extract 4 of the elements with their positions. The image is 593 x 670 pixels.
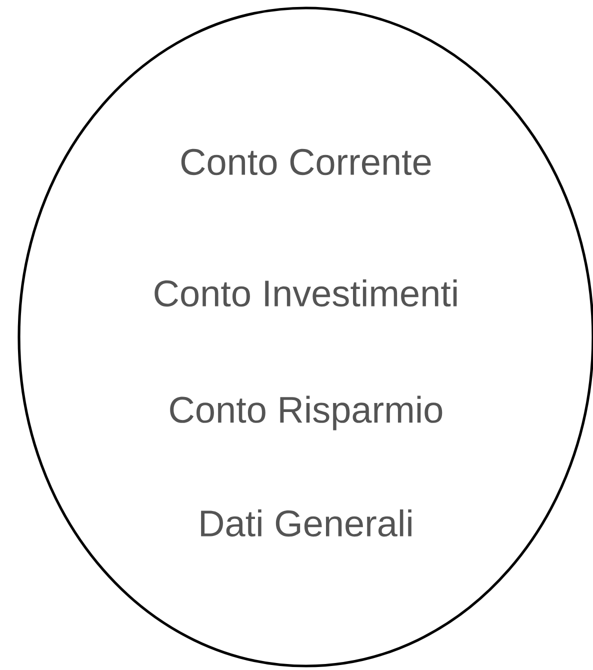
- ellipse-text: Conto Investimenti: [154, 279, 457, 307]
- ellipse-text: Dati Generali: [201, 509, 412, 537]
- ellipse-text: Conto Corrente: [181, 148, 431, 176]
- ellipse-text: Conto Risparmio: [170, 396, 442, 430]
